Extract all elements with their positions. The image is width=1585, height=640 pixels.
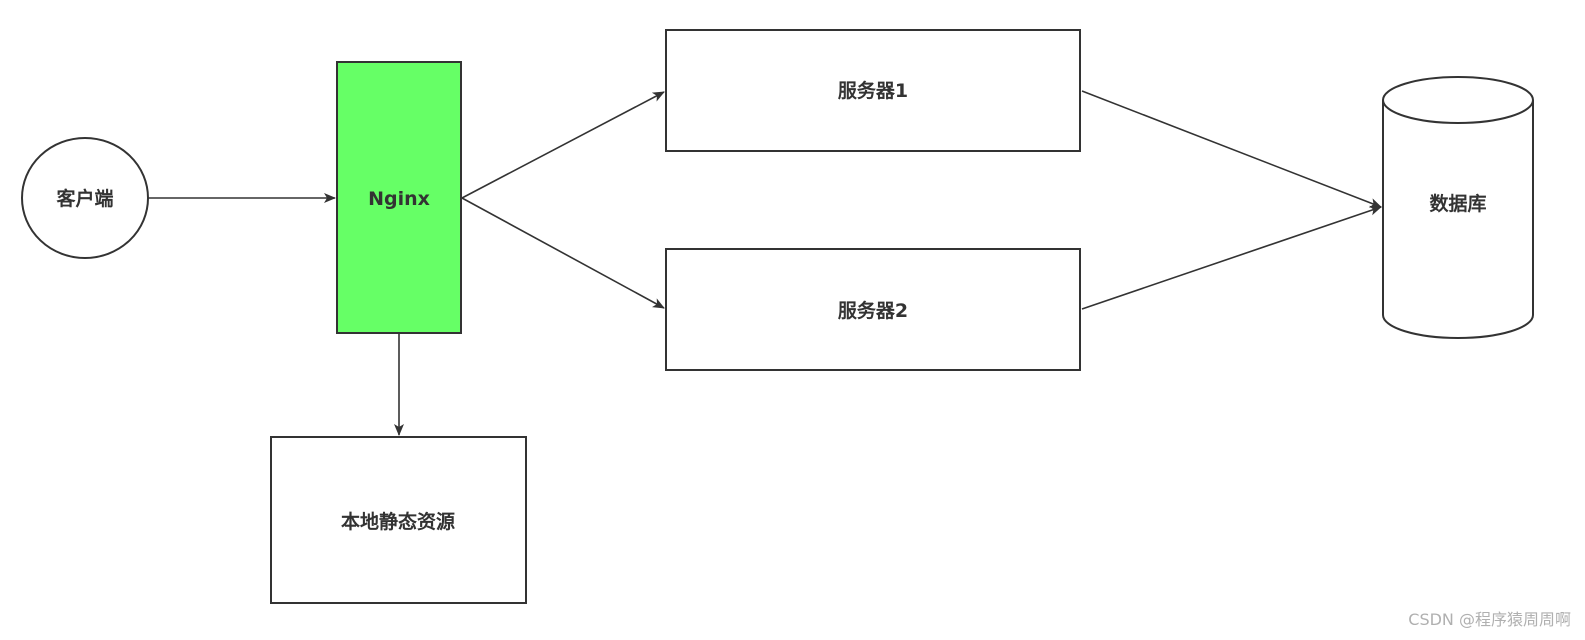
static-resources-label: 本地静态资源 (341, 510, 455, 533)
server2-node: 服务器2 (665, 248, 1081, 371)
edge-nginx-to-server1 (461, 91, 665, 199)
database-node: 数据库 (1382, 76, 1534, 339)
nginx-node: Nginx (336, 61, 462, 334)
client-label: 客户端 (56, 187, 113, 210)
server1-node: 服务器1 (665, 29, 1081, 152)
edge-server2-to-database (1081, 205, 1382, 310)
server1-label: 服务器1 (838, 79, 908, 102)
database-label: 数据库 (1429, 192, 1486, 215)
client-node: 客户端 (21, 137, 149, 259)
edge-nginx-to-server2 (461, 197, 665, 309)
edge-server1-to-database (1081, 90, 1382, 208)
watermark-text: CSDN @程序猿周周啊 (1408, 610, 1571, 629)
nginx-label: Nginx (368, 188, 430, 210)
server2-label: 服务器2 (838, 299, 908, 322)
static-resources-node: 本地静态资源 (270, 436, 527, 604)
